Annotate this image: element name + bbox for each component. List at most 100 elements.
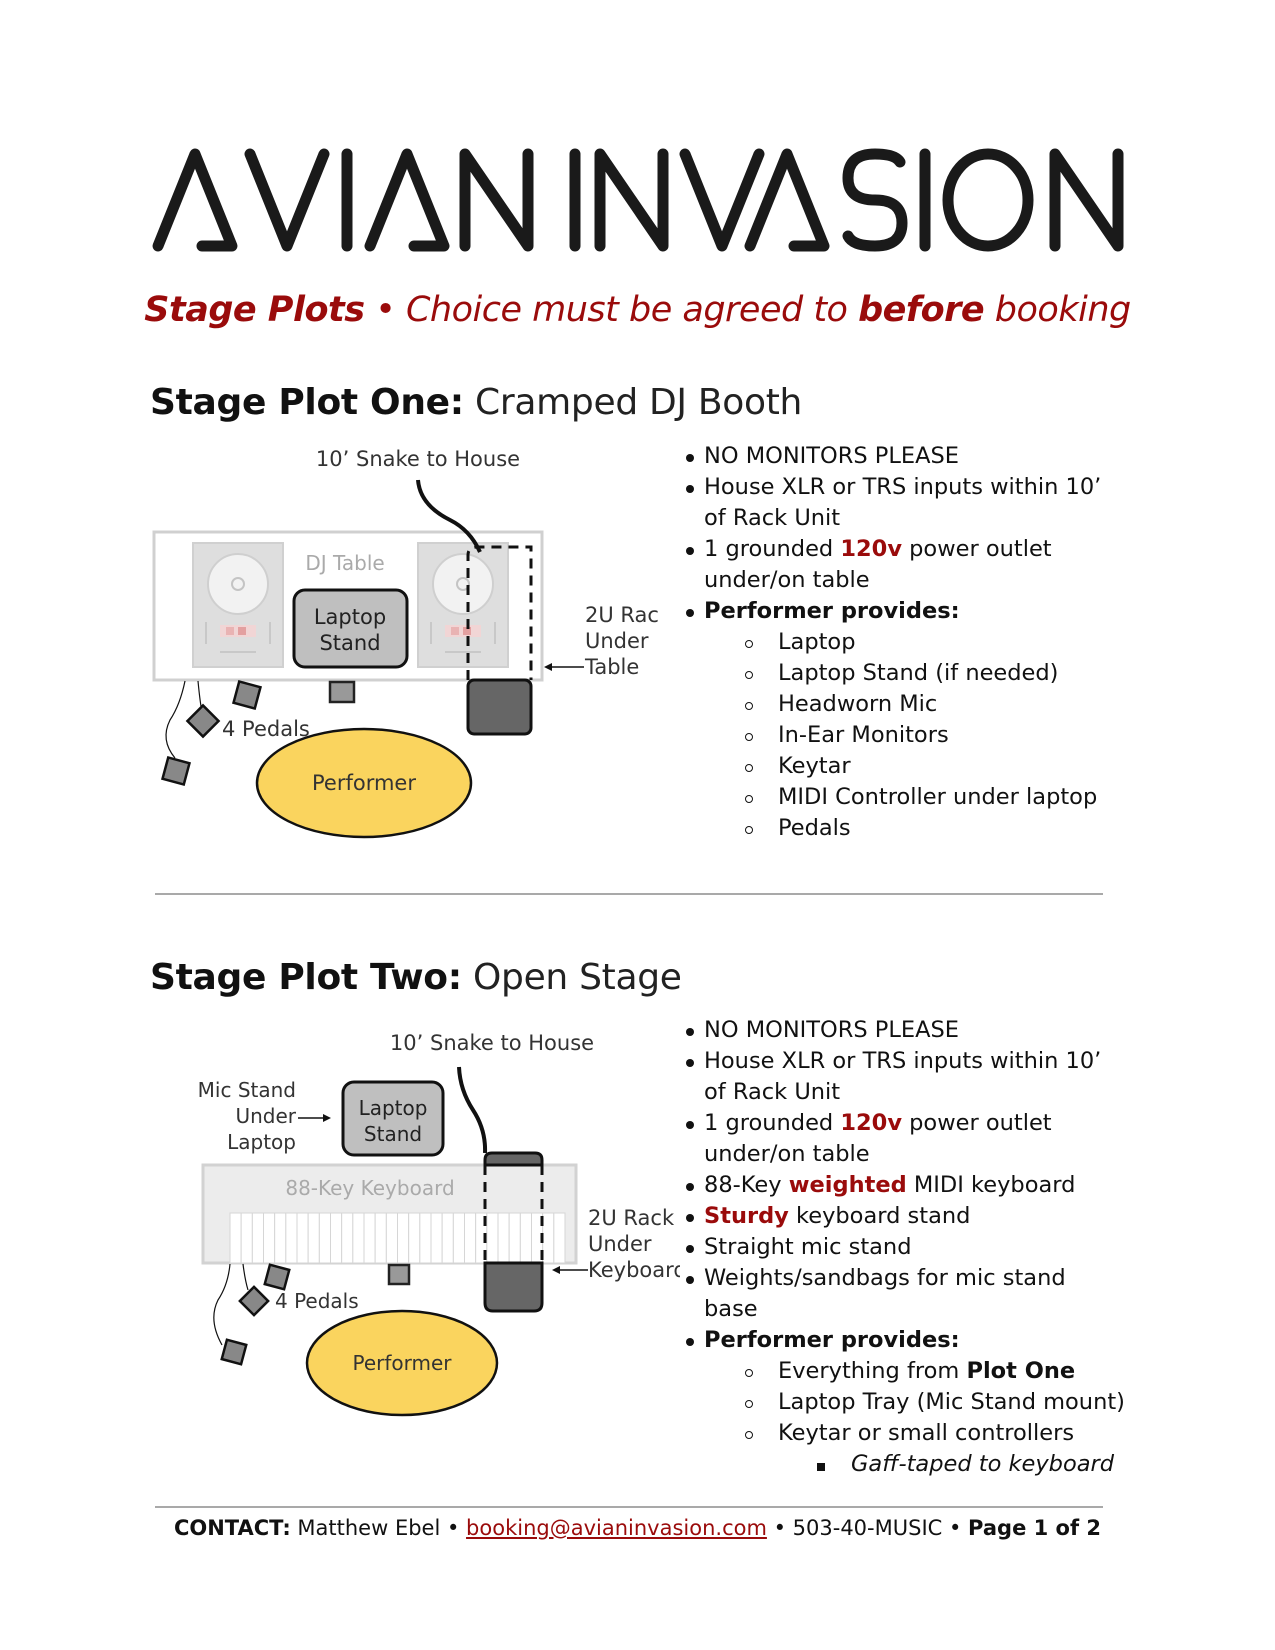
provides-item: Laptop bbox=[686, 627, 1124, 658]
laptop-stand bbox=[341, 1080, 445, 1157]
piano-key bbox=[229, 1212, 242, 1264]
plot-two-diagram: 10’ Snake to House Mic Stand Under Lapto… bbox=[198, 1031, 680, 1417]
piano-key bbox=[274, 1212, 287, 1264]
performer-provides-label: Performer provides: bbox=[704, 1327, 960, 1353]
keyboard-label: 88-Key Keyboard bbox=[285, 1176, 454, 1200]
requirement-item: Weights/sandbags for mic stand base bbox=[686, 1263, 1124, 1325]
plot-two-title: Stage Plot Two: bbox=[150, 957, 462, 998]
page-number: Page 1 of 2 bbox=[968, 1516, 1102, 1540]
piano-key bbox=[240, 1212, 253, 1264]
piano-key bbox=[397, 1212, 410, 1264]
provides-item: MIDI Controller under laptop bbox=[686, 782, 1124, 813]
subtitle-stage-plots: Stage Plots bbox=[144, 290, 365, 330]
provides-text: Laptop Tray (Mic Stand mount) bbox=[778, 1389, 1125, 1415]
provides-item: Headworn Mic bbox=[686, 689, 1124, 720]
contact-label: CONTACT: bbox=[173, 1516, 291, 1540]
plot-two-requirements: NO MONITORS PLEASE House XLR or TRS inpu… bbox=[686, 1015, 1125, 1480]
requirement-text: House XLR or TRS inputs within 10’ of Ra… bbox=[704, 1048, 1102, 1105]
piano-key bbox=[385, 1212, 398, 1264]
rack-label-3: Keyboard bbox=[588, 1258, 680, 1282]
rack-label-1: 2U Rack bbox=[585, 603, 660, 627]
performer-position bbox=[305, 1309, 499, 1417]
requirement-highlight: 120v bbox=[840, 1110, 902, 1136]
rack-unit bbox=[466, 678, 533, 736]
requirement-item: Performer provides: bbox=[686, 596, 1124, 627]
provides-item: In-Ear Monitors bbox=[686, 720, 1124, 751]
subtitle-separator: • bbox=[364, 290, 406, 330]
performer-label: Performer bbox=[312, 771, 416, 795]
requirement-text: power outlet under/on table bbox=[704, 536, 1052, 593]
piano-key bbox=[374, 1212, 387, 1264]
piano-key bbox=[318, 1212, 331, 1264]
snake-cable bbox=[416, 479, 482, 553]
piano-key bbox=[263, 1212, 276, 1264]
turntable-right-icon bbox=[417, 542, 509, 668]
avian-invasion-logo bbox=[152, 148, 1124, 252]
provides-item: Everything from Plot One bbox=[686, 1356, 1125, 1387]
requirement-text: 1 grounded bbox=[704, 536, 841, 562]
requirement-text: 88-Key bbox=[704, 1172, 789, 1198]
requirement-text: MIDI keyboard bbox=[906, 1172, 1076, 1198]
piano-key bbox=[408, 1212, 421, 1264]
pedals-icon bbox=[160, 679, 263, 787]
arrow-right-icon bbox=[298, 1114, 331, 1122]
rack-top bbox=[483, 1151, 544, 1167]
phone: • 503-40-MUSIC • bbox=[766, 1516, 969, 1540]
provides-item: Pedals bbox=[686, 813, 1124, 844]
provides-item: Keytar or small controllers bbox=[686, 1418, 1125, 1449]
requirement-item: House XLR or TRS inputs within 10’ of Ra… bbox=[686, 472, 1124, 534]
email-link[interactable]: booking@avianinvasion.com bbox=[466, 1516, 767, 1540]
piano-key bbox=[296, 1212, 309, 1264]
piano-key bbox=[452, 1212, 466, 1264]
performer-position bbox=[255, 727, 473, 839]
requirement-highlight: 120v bbox=[840, 536, 902, 562]
plot-one-title: Stage Plot One: bbox=[150, 382, 464, 423]
rack-unit bbox=[483, 1261, 544, 1313]
requirement-text: Weights/sandbags for mic stand base bbox=[704, 1265, 1066, 1322]
rack-label-3: Table bbox=[584, 655, 639, 679]
piano-key bbox=[352, 1212, 365, 1264]
requirement-text: House XLR or TRS inputs within 10’ of Ra… bbox=[704, 474, 1102, 531]
separator: • bbox=[446, 1516, 467, 1540]
piano-key bbox=[553, 1212, 566, 1264]
provides-text: Keytar or small controllers bbox=[778, 1420, 1075, 1446]
piano-key bbox=[464, 1212, 477, 1264]
mic-stand-label-1: Mic Stand bbox=[198, 1078, 296, 1102]
arrow-left-icon bbox=[552, 1266, 588, 1274]
rack-label-2: Under bbox=[585, 629, 649, 653]
piano-key bbox=[251, 1212, 265, 1264]
provides-bold: Plot One bbox=[966, 1358, 1076, 1384]
rack-label-2: Under bbox=[588, 1232, 652, 1256]
laptop-stand-label-2: Stand bbox=[364, 1122, 422, 1146]
snake-label: 10’ Snake to House bbox=[316, 447, 520, 471]
footer-divider bbox=[155, 1506, 1103, 1508]
laptop-stand-label-2: Stand bbox=[319, 631, 380, 655]
piano-key bbox=[341, 1212, 354, 1264]
performer-provides-label: Performer provides: bbox=[704, 598, 960, 624]
requirement-text: NO MONITORS PLEASE bbox=[704, 1017, 960, 1043]
contact-name: Matthew Ebel bbox=[290, 1516, 447, 1540]
requirement-item: Performer provides: bbox=[686, 1325, 1124, 1356]
turntable-left-icon bbox=[192, 542, 284, 668]
snake-cable bbox=[457, 1066, 488, 1154]
mic-stand-label-2: Under bbox=[235, 1104, 296, 1128]
plot-one-heading: Stage Plot One: Cramped DJ Booth bbox=[150, 382, 802, 423]
piano-key bbox=[508, 1212, 521, 1264]
plot-two-subtitle: Open Stage bbox=[461, 957, 682, 998]
midi-controller bbox=[328, 680, 356, 704]
requirement-item: Straight mic stand bbox=[686, 1232, 1124, 1263]
piano-key bbox=[307, 1212, 320, 1264]
requirement-highlight: weighted bbox=[788, 1172, 907, 1198]
pedals-label: 4 Pedals bbox=[275, 1289, 359, 1313]
pedals-label: 4 Pedals bbox=[222, 717, 310, 741]
piano-key bbox=[486, 1212, 499, 1264]
piano-key bbox=[419, 1212, 432, 1264]
section-divider bbox=[155, 893, 1103, 895]
piano-key bbox=[441, 1212, 454, 1264]
subtitle-booking: booking bbox=[984, 290, 1131, 330]
dj-table-label: DJ Table bbox=[305, 551, 384, 575]
provides-item: Keytar bbox=[686, 751, 1124, 782]
provides-item: Laptop Tray (Mic Stand mount) bbox=[686, 1387, 1125, 1418]
performer-label: Performer bbox=[352, 1351, 452, 1375]
requirement-text: 1 grounded bbox=[704, 1110, 841, 1136]
